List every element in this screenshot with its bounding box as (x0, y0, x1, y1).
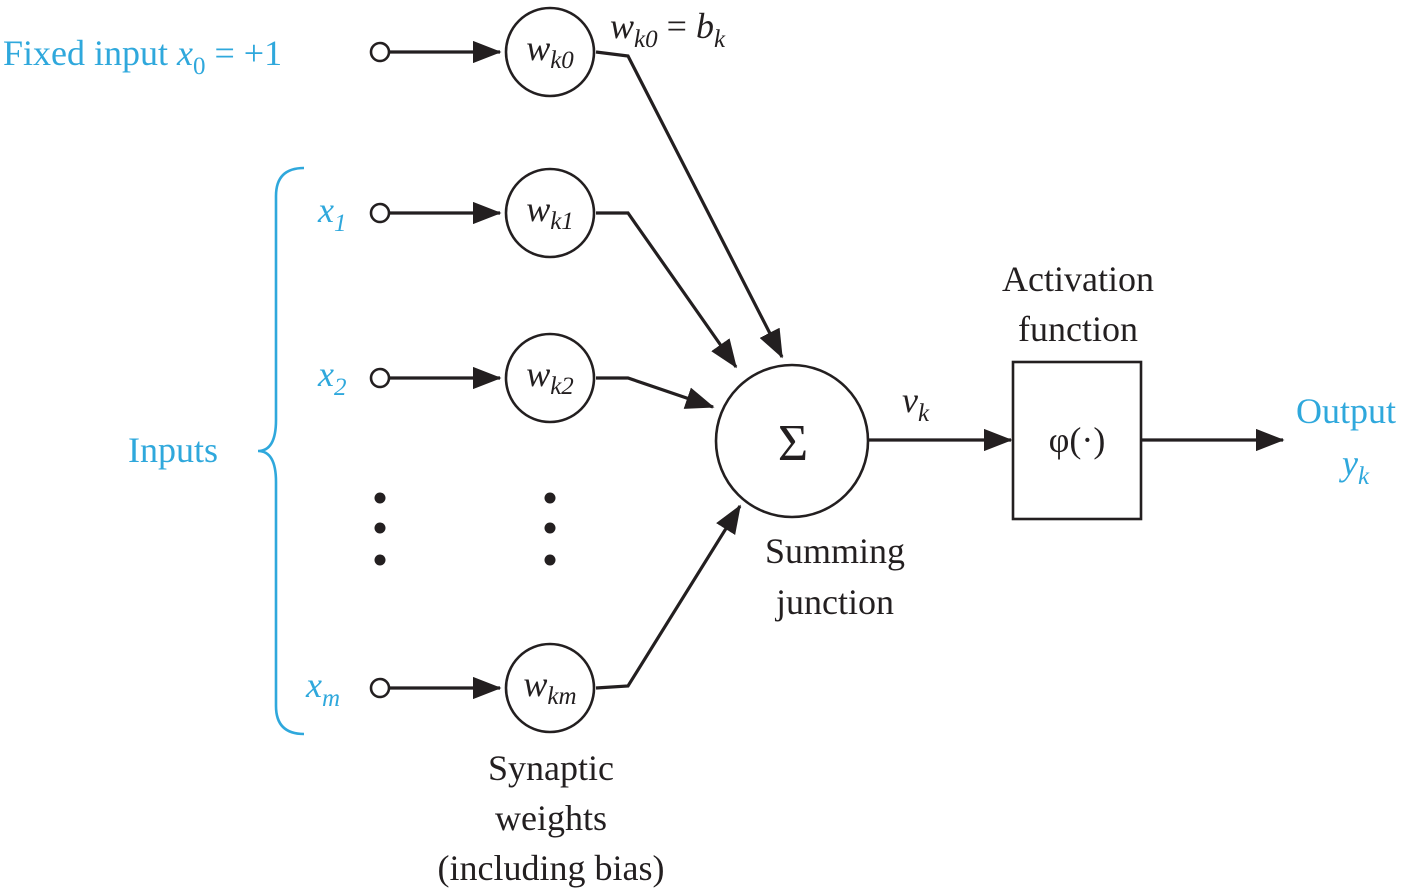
arrow-wk1-to-sum (596, 211, 738, 369)
arrow-wkm-to-sum (595, 504, 742, 690)
arrow-wk0-to-sum (595, 50, 784, 359)
terminal-xm-icon (369, 677, 391, 699)
induced-field-label: vk (902, 380, 930, 427)
output-var: yk (1339, 443, 1370, 490)
summing-label-line2: junction (774, 582, 894, 622)
weight-label-wk2: wk2 (526, 354, 574, 400)
synaptic-label-line3: (including bias) (438, 848, 665, 888)
weight-label-wkm: wkm (523, 664, 576, 710)
fixed-input-label: Fixed input x0 = +1 (3, 33, 282, 80)
sigma-icon: Σ (778, 415, 808, 472)
terminal-x1-icon (369, 202, 391, 224)
activation-title-line2: function (1018, 309, 1138, 349)
weight-node-wk0: wk0 (504, 6, 596, 98)
weight-node-wkm: wkm (504, 642, 596, 734)
input-label-x1: x1 (317, 190, 346, 237)
inputs-ellipsis-icon (374, 492, 386, 566)
synaptic-label-line1: Synaptic (488, 748, 614, 788)
weight-node-wk1: wk1 (504, 167, 596, 259)
weight-label-wk0: wk0 (526, 28, 574, 74)
bias-equation: wk0 = bk (610, 6, 726, 53)
terminal-x0-icon (369, 41, 391, 63)
activation-function-box: φ(·) (1011, 360, 1143, 521)
activation-symbol: φ(·) (1049, 420, 1106, 460)
terminal-x2-icon (369, 367, 391, 389)
weight-node-wk2: wk2 (504, 332, 596, 424)
inputs-group-label: Inputs (128, 430, 218, 470)
output-label: Output (1296, 391, 1396, 431)
summing-junction: Σ (714, 363, 870, 519)
input-label-x2: x2 (317, 354, 346, 401)
arrow-wk2-to-sum (596, 376, 715, 409)
inputs-brace (257, 166, 305, 736)
weight-label-wk1: wk1 (526, 189, 574, 235)
synaptic-label-line2: weights (495, 798, 607, 838)
summing-label-line1: Summing (765, 531, 905, 571)
activation-title-line1: Activation (1002, 259, 1154, 299)
input-label-xm: xm (305, 665, 340, 712)
weights-ellipsis-icon (544, 492, 556, 566)
